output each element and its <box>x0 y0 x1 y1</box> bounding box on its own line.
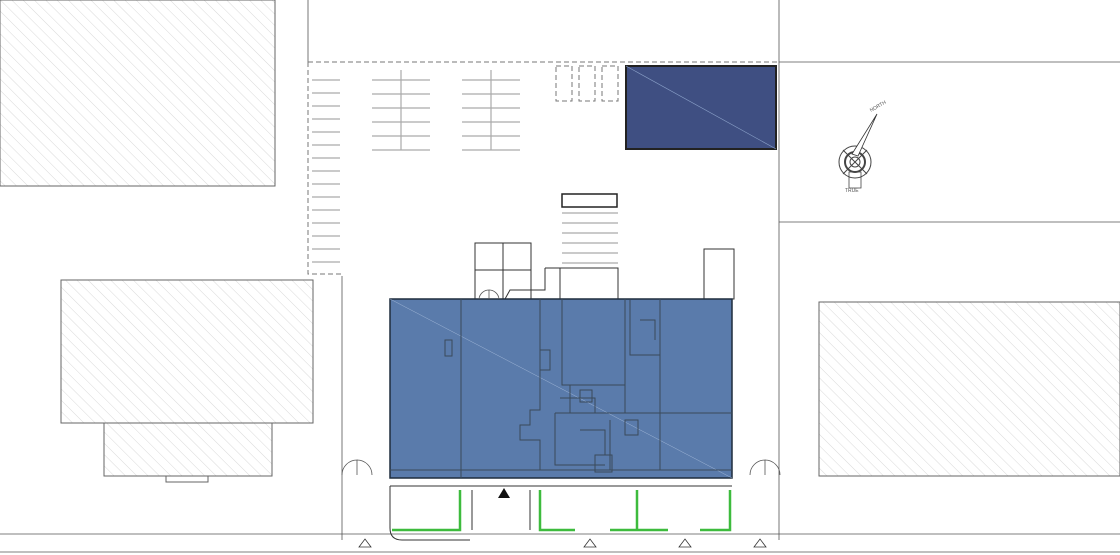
neighbor-building-nw <box>0 0 276 187</box>
north-label: NORTH <box>869 99 888 113</box>
storage-enclosures <box>474 242 735 301</box>
grade-marker-icon <box>358 538 372 548</box>
true-north-label: TRUE <box>845 188 859 194</box>
neighbor-building-east <box>818 301 1120 477</box>
grade-marker-icon <box>583 538 597 548</box>
grade-marker-icon <box>678 538 692 548</box>
entrance-triangle-icon <box>498 488 510 498</box>
parking-lot-outline <box>307 61 779 300</box>
grade-markers <box>358 538 767 548</box>
main-building <box>389 298 733 479</box>
neighbor-building-west-annex <box>103 422 273 477</box>
north-arrow-icon: NORTH TRUE <box>838 99 888 194</box>
parking-stalls <box>312 70 618 264</box>
interior-walls <box>390 299 732 478</box>
neighbor-building-west-step <box>165 475 209 483</box>
landscape-planters <box>392 490 732 532</box>
neighbor-building-west <box>60 279 314 424</box>
door-swings <box>341 289 781 476</box>
frontage-strip <box>389 485 732 541</box>
canopy-box <box>561 193 618 208</box>
annex-building <box>625 65 777 150</box>
neighbor-buildings <box>0 0 1120 483</box>
grade-marker-icon <box>753 538 767 548</box>
